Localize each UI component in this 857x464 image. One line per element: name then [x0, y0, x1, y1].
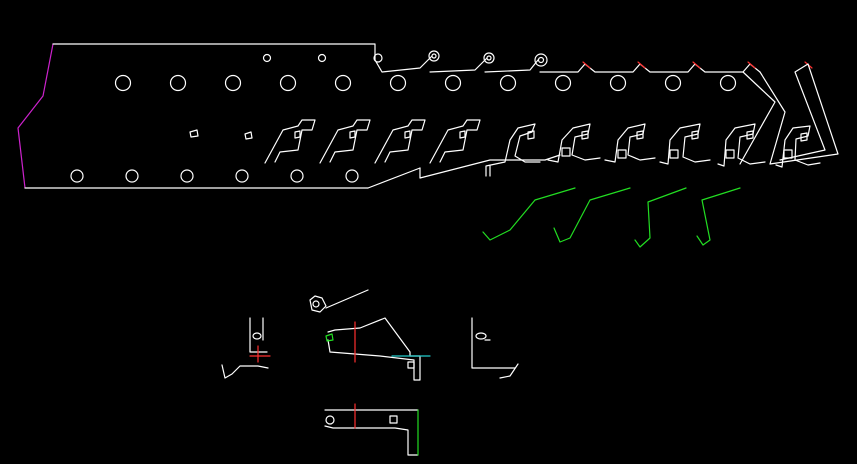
strip-lower-edge [419, 154, 561, 179]
cut-mark [692, 61, 701, 69]
pilot-hole [169, 74, 187, 92]
form-station [775, 125, 821, 168]
tab-eye [373, 53, 383, 63]
strip-left-edge [17, 43, 54, 189]
pilot-hole [719, 74, 737, 92]
slot [244, 131, 253, 140]
pilot-hole [499, 74, 517, 92]
tab-eye [537, 56, 545, 64]
form-station [485, 123, 541, 177]
form-station [547, 123, 601, 163]
tab-arm [374, 55, 433, 73]
bent-profiles [482, 187, 741, 248]
small-hole [262, 53, 272, 63]
pilot-holes-top [114, 53, 737, 92]
detail-center [309, 289, 431, 381]
pilot-hole [444, 74, 462, 92]
slot [189, 129, 199, 138]
pilot-hole [180, 169, 194, 183]
bent-profile [482, 187, 576, 241]
tab-eye [486, 55, 492, 61]
form-station [319, 119, 371, 164]
bent-profile [553, 187, 631, 243]
carrier-strip [17, 43, 421, 189]
pilot-hole [125, 169, 139, 183]
small-hole [317, 53, 327, 63]
pilot-hole [70, 169, 84, 183]
bent-profile [696, 187, 741, 246]
pilot-hole [345, 169, 359, 183]
bent-profile [634, 187, 687, 248]
strip-bottom-step [367, 167, 421, 189]
pilot-holes-bottom [70, 169, 359, 183]
strip-right-arm [759, 63, 839, 165]
cut-mark [637, 61, 646, 69]
strip-outline [52, 43, 376, 61]
pilot-hole [334, 74, 352, 92]
pilot-hole [235, 169, 249, 183]
tab-eye [431, 53, 437, 59]
tab-eye [483, 52, 495, 64]
form-station [264, 119, 316, 164]
form-stations [264, 119, 821, 179]
pilot-hole [554, 74, 572, 92]
pilot-hole [290, 169, 304, 183]
detail-right [471, 317, 519, 379]
tab-eye [534, 53, 548, 67]
form-station [717, 123, 766, 167]
pilot-hole [114, 74, 132, 92]
detail-bottom [324, 403, 419, 456]
form-station [429, 119, 481, 164]
form-station [374, 119, 426, 164]
form-station [659, 123, 711, 165]
form-station [604, 123, 656, 163]
tab-eye [428, 50, 440, 62]
pilot-hole [389, 74, 407, 92]
pilot-hole [224, 74, 242, 92]
cut-mark [582, 61, 591, 69]
small-slots [189, 129, 253, 140]
pilot-hole [664, 74, 682, 92]
top-tab-row [373, 50, 839, 165]
tab-arm [429, 57, 488, 73]
strip-upper-edge [739, 71, 776, 165]
pilot-hole [609, 74, 627, 92]
tab-arm [539, 63, 761, 73]
pilot-hole [279, 74, 297, 92]
detail-left [221, 317, 271, 379]
cut-mark [747, 61, 756, 69]
